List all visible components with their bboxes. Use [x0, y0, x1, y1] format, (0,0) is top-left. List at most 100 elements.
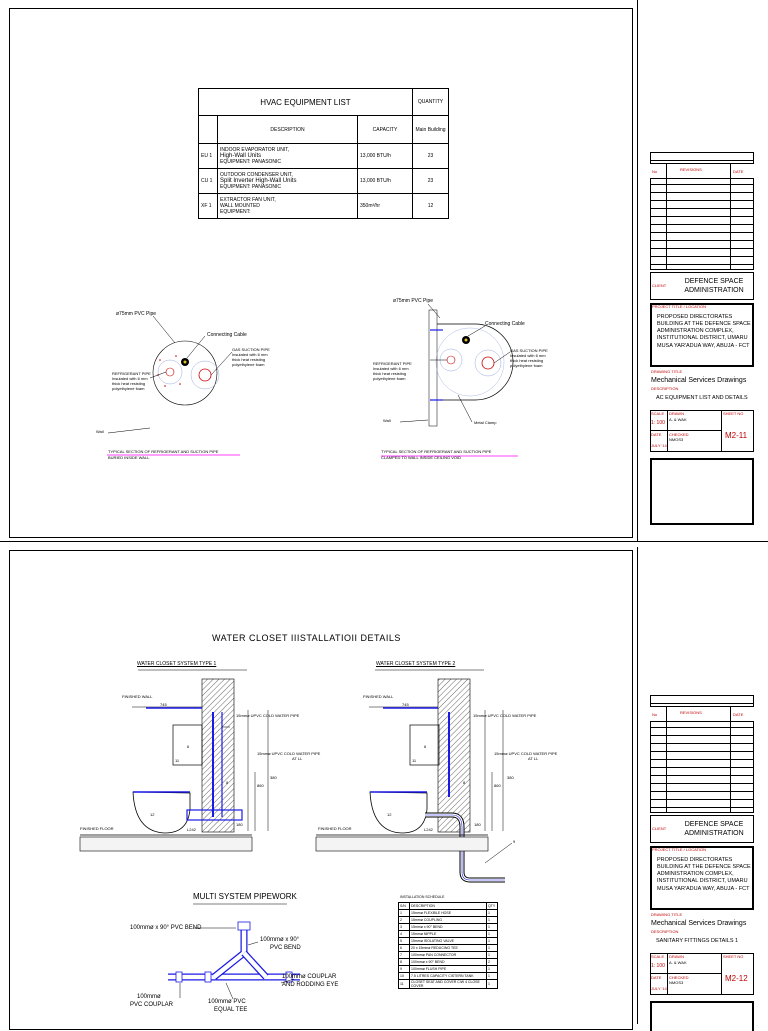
schedule-no: 8 [398, 958, 410, 966]
row-desc-line: EXTRACTOR FAN UNIT, [220, 197, 276, 203]
note-line: polyethylene foam [112, 386, 145, 391]
scale-label: SCALE [651, 954, 665, 959]
client-name: DEFENCE SPACE ADMINISTRATION [684, 278, 744, 295]
scale-box [650, 410, 754, 452]
schedule-col-qty: QTY [486, 902, 498, 910]
type-1-item-8: 8 [226, 780, 229, 785]
multi-pvc-coupler-a: 100mmø [137, 994, 161, 1000]
client-box [650, 272, 754, 300]
schedule-no: 7 [398, 951, 410, 959]
multi-pvc-coupler-b: PVC COUPLAR [130, 1002, 174, 1008]
multi-tee-b: EQUAL TEE [214, 1007, 248, 1013]
right-caption-2: CLAMPED TO WALL INSIDE CEILING VOID [381, 455, 462, 460]
left-pvc-pipe-label: ø75mm PVC Pipe [116, 311, 157, 317]
type-1-item-12: 12 [150, 812, 155, 817]
type-1-pipe-1: 15mmø UPVC COLD WATER PIPE [236, 713, 300, 718]
schedule-no: 2 [398, 916, 410, 924]
rev-no-header: No [652, 712, 658, 717]
schedule-no: 10 [398, 972, 410, 980]
project-label: PROJECT TITLE / LOCATION [652, 304, 707, 309]
schedule-qty: 1 [486, 916, 498, 924]
drawing-title: Mechanical Services Drawings [651, 920, 747, 927]
right-caption-1: TYPICAL SECTION OF REFRIGERANT AND SUCTI… [381, 449, 492, 454]
right-metal-clamp-label: Metal Clamp [474, 420, 497, 425]
right-pvc-pipe-label: ø75mm PVC Pipe [393, 298, 434, 304]
drawing-title-label: DRAWING TITLE [651, 369, 683, 374]
date-label: DATE [651, 432, 662, 437]
checked-value: NMOS3 [669, 980, 684, 985]
type-1-item-6: 6 [187, 744, 190, 749]
drawn-label: DRAWN [669, 954, 684, 959]
right-connecting-cable-label: Connecting Cable [485, 321, 525, 327]
stamp-box [650, 1001, 754, 1031]
schedule-no: 9 [398, 965, 410, 973]
note-line: Insulated with 6 mm [373, 366, 409, 371]
type-2-item-11: 11 [412, 758, 417, 763]
type-1-finished-floor: FINISHED FLOOR [80, 826, 114, 831]
table-title: HVAC EQUIPMENT LIST [198, 88, 413, 116]
rev-date-header: DATE [733, 169, 744, 174]
drawn-value: A. & WAK [669, 417, 687, 422]
schedule-col-desc: DESCRIPTION [409, 902, 487, 910]
row-desc-line: High-Wall Units [220, 153, 262, 159]
row-desc-line: EQUIPMENT: PANASONIC [220, 159, 282, 165]
type-2-dim-width: 745 [402, 702, 409, 707]
row-desc-line: Split Inverter High-Wall Units [220, 178, 297, 184]
row-desc-line: OUTDOOR CONDENSER UNIT, [220, 172, 293, 178]
type-2-item-6: 6 [424, 744, 427, 749]
schedule-qty: 1 [486, 944, 498, 952]
checked-value: NMOS3 [669, 437, 684, 442]
table-quantity-header: QUANTITY [412, 88, 449, 116]
right-wall-label: Wall [383, 418, 391, 423]
client-name: DEFENCE SPACE ADMINISTRATION [684, 821, 744, 838]
type-1-dim-2: 860 [257, 783, 264, 788]
schedule-qty: 1 [486, 972, 498, 980]
row-capacity: 350m³/hr [357, 193, 413, 219]
type-1-dim-4: L242 [187, 827, 196, 832]
date-label: DATE [651, 975, 662, 980]
schedule-no: 6 [398, 944, 410, 952]
left-pipe-section-drawing [107, 303, 518, 457]
row-desc-line: EQUIPMENT: PANASONIC [220, 184, 282, 190]
drawing-title: Mechanical Services Drawings [651, 377, 747, 384]
scale-label: SCALE [651, 411, 665, 416]
type-2-item-8: 8 [463, 780, 466, 785]
type-2-finished-wall: FINISHED WALL [363, 694, 394, 699]
sheet-separator [0, 541, 768, 548]
type-2-dim-1: 380 [507, 775, 514, 780]
scale-value: 1: 100 [651, 963, 665, 969]
schedule-desc: CLOSET SEAT AND COVER C/W 4 CLOSE COVER [409, 979, 487, 989]
left-refrigerant-pipe-label: REFRIGERANT PIPE [112, 371, 151, 376]
type-1-finished-wall: FINISHED WALL [122, 694, 153, 699]
right-gas-suction-label: GAS SUCTION PIPE [510, 348, 548, 353]
row-desc-line: INDOOR EVAPORATOR UNIT, [220, 147, 290, 153]
type-2-pipe-2: 15mmø UPVC COLD WATER PIPE [494, 751, 558, 756]
schedule-qty: 1 [486, 965, 498, 973]
drawing-sheet-1: HVAC EQUIPMENT LIST QUANTITY DESCRIPTION… [9, 0, 754, 541]
sheet-1-right-border [637, 0, 638, 541]
row-qty: 12 [412, 193, 449, 219]
project-box [650, 303, 754, 367]
type-2-dim-2: 860 [494, 783, 501, 788]
schedule-desc: 20 x 15mmø REDUCING TEE [409, 944, 487, 952]
type-1-heading: WATER CLOSET SYSTEM TYPE 1 [137, 661, 217, 667]
schedule-qty: 1 [486, 909, 498, 917]
rev-date-header: DATE [733, 712, 744, 717]
schedule-no: 3 [398, 923, 410, 931]
sheet-number: M2-12 [725, 974, 748, 983]
multi-bend-1: 100mmø x 90° PVC BEND [130, 925, 202, 931]
schedule-qty: 1 [486, 979, 498, 989]
multi-bend-2a: 100mmø x 90° [260, 937, 300, 943]
row-capacity: 13,000 BTU/h [357, 143, 413, 169]
project-label: PROJECT TITLE / LOCATION [652, 847, 707, 852]
schedule-no: 4 [398, 930, 410, 938]
schedule-qty: 1 [486, 951, 498, 959]
scale-box [650, 953, 754, 995]
client-box [650, 815, 754, 843]
